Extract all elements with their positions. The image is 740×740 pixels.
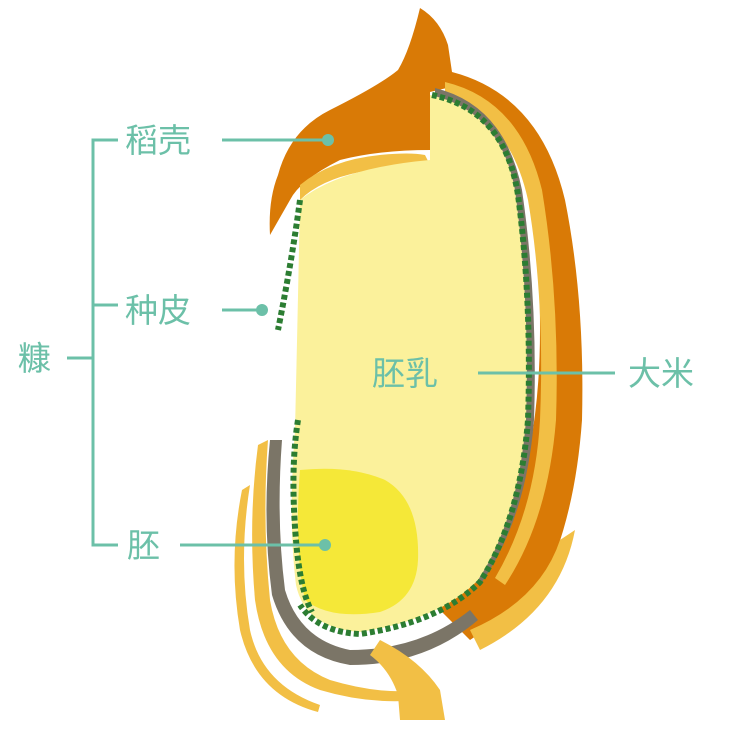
- husk-shape: [269, 8, 583, 640]
- label-rice: 大米: [628, 354, 694, 393]
- embryo-shape: [297, 468, 419, 615]
- embryo-dot: [319, 539, 331, 551]
- bran-bracket: [67, 138, 118, 547]
- grain-stem-right: [470, 530, 575, 650]
- aleurone-layer-left-top: [275, 199, 303, 331]
- label-endosperm: 胚乳: [372, 354, 438, 393]
- seed-coat-line-left: [268, 214, 294, 301]
- label-bran: 糠: [18, 339, 51, 378]
- lower-husk-left-outer: [234, 485, 320, 712]
- husk-dot: [322, 134, 334, 146]
- label-seed-coat: 种皮: [125, 291, 191, 330]
- grain-stem: [370, 640, 445, 720]
- label-embryo: 胚: [127, 526, 160, 565]
- aleurone-layer-right: [297, 92, 532, 638]
- label-husk: 稻壳: [125, 121, 191, 160]
- aleurone-layer-left-bottom: [290, 419, 315, 614]
- seed-coat-dot: [256, 304, 268, 316]
- label-group: [67, 134, 615, 551]
